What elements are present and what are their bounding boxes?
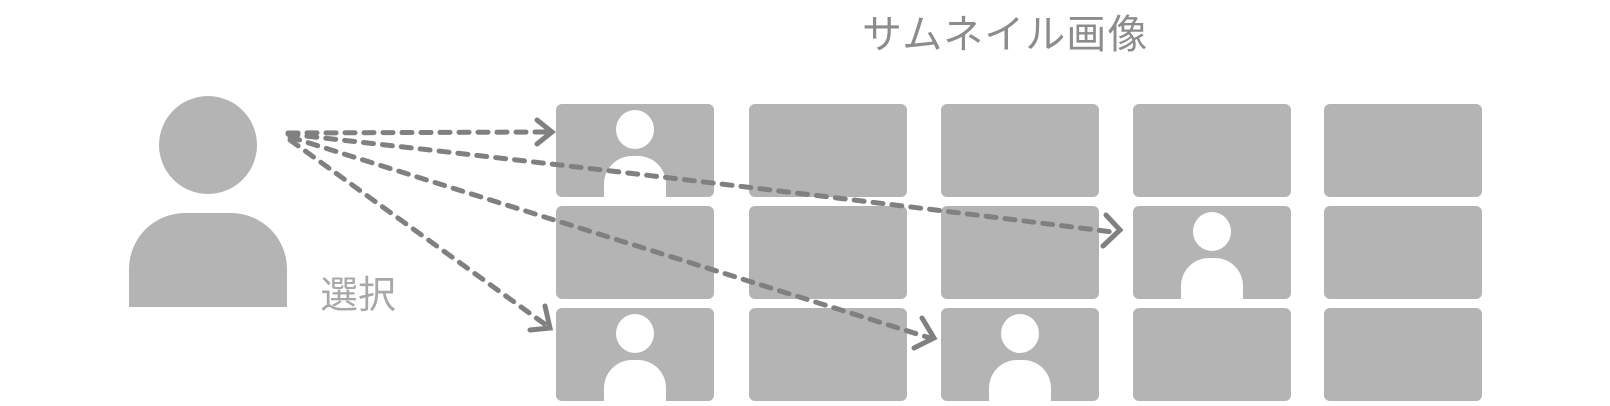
thumbnail-tile-r3-c1 [556,308,714,401]
arrow-to-r2c4 [285,131,1115,235]
user-head-icon [159,96,257,194]
thumbnail-tile-r1-c3 [941,104,1099,197]
thumbnail-tile-r3-c4 [1133,308,1291,401]
thumbnail-tile-r1-c2 [749,104,907,197]
arrow-to-r3c1 [287,137,549,328]
arrowhead-icon [911,315,938,351]
diagram-title: サムネイル画像 [862,12,1149,58]
select-label: 選択 [320,273,397,317]
user-body-icon [129,213,287,307]
arrowhead-icon [534,117,557,147]
thumbnail-tile-r3-c3 [941,308,1099,401]
thumbnail-tile-r1-c5 [1324,104,1482,197]
thumbnail-tile-r2-c4 [1133,206,1291,299]
thumbnail-tile-r3-c5 [1324,308,1482,401]
arrow-to-r3c3 [287,134,933,341]
thumbnail-tile-r2-c3 [941,206,1099,299]
arrowhead-icon [527,303,554,333]
person-body-icon [604,360,666,401]
thumbnail-tile-r1-c4 [1133,104,1291,197]
thumbnail-tile-r2-c5 [1324,206,1482,299]
arrowhead-icon [1100,212,1124,249]
arrow-to-r1c1 [285,129,551,136]
person-head-icon [616,314,654,353]
person-body-icon [989,360,1051,401]
thumbnail-tile-r2-c1 [556,206,714,299]
thumbnail-tile-r2-c2 [749,206,907,299]
person-head-icon [1001,314,1039,353]
person-head-icon [616,110,654,149]
person-body-icon [1181,258,1243,299]
person-head-icon [1193,212,1231,251]
